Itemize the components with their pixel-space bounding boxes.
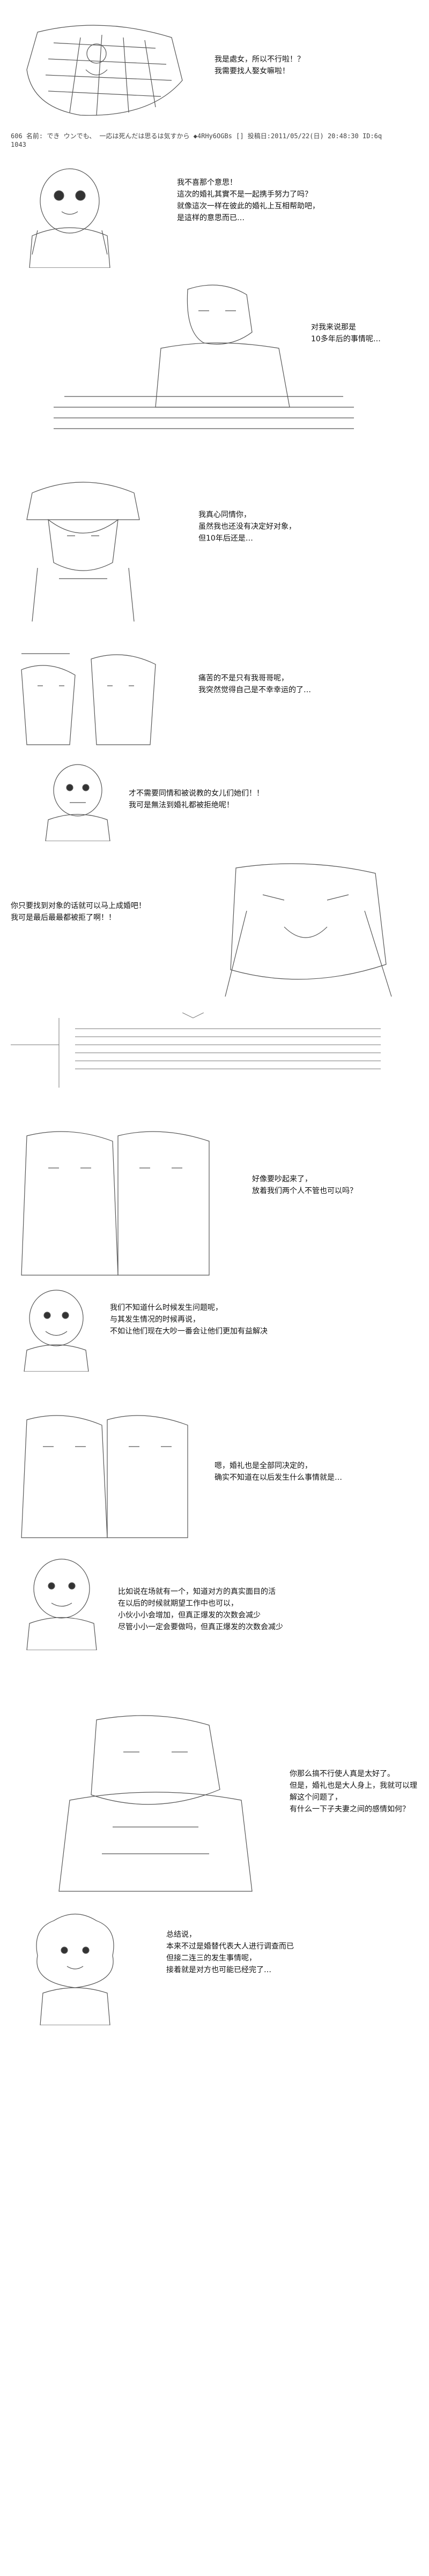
panel-6-speech: 才不需要同情和被说教的女儿们她们！！ 我可是無法到婚礼都被拒绝呢！ [129, 789, 264, 810]
panel-6-art [38, 761, 118, 841]
panel-5-speech: 痛苦的不是只有我哥哥呢， 我突然觉得自己是不幸幸运的了… [198, 674, 311, 694]
panel-12-art [16, 1709, 284, 1897]
panel-9-speech: 我们不知道什么时候发生问题呢， 与其发生情况的时候再说， 不如让他们现在大吵一番… [110, 1304, 268, 1336]
post-header-line-2: 1043 [11, 141, 26, 148]
panel-8-speech: 好像要吵起来了， 放着我们两个人不管也可以吗？ [252, 1175, 357, 1195]
ascii-art-figure [26, 25, 183, 116]
fluffy-head-figure [36, 1913, 114, 2025]
panel-4-speech: 我真心同情你， 虽然我也还没有决定好对象， 但10年后还是… [198, 511, 296, 543]
panel-1-speech: 我是處女，所以不行啦！？ 我需要找人娶女嘛啦！ [214, 55, 305, 76]
seated-man-figure [54, 284, 354, 429]
panel-3-art [54, 279, 354, 439]
panel-1-art [16, 16, 193, 123]
panel-11-art [16, 1554, 107, 1650]
group-figure [21, 653, 156, 745]
panel-12-speech: 你那么搞不行使人真是太好了。 但是，婚礼也是大人身上，我就可以理解这个问题了， … [290, 1770, 417, 1814]
panel-2-speech: 我不喜那个意思！ 這次的婚礼其實不是一起携手努力了吗？ 就像這次一样在彼此的婚礼… [177, 178, 320, 222]
panel-4-art [16, 471, 150, 621]
panel-7-art [214, 857, 397, 1002]
couple-figure [58, 1715, 253, 1892]
panel-3-speech: 对我来说那是 10多年后的事情呢… [311, 323, 381, 343]
two-figures [21, 1131, 210, 1276]
round-face-figure-4 [26, 1559, 97, 1650]
hat-girl-figure [26, 482, 140, 621]
panel-2-art [16, 161, 123, 268]
post-header-line: 606 名前: でき ウンでも、 一応は死んだは思るは気すから ◆4RHy6OG… [11, 132, 382, 140]
speed-lines [11, 1013, 381, 1088]
panel-9-art [16, 1286, 97, 1372]
panel-7b-art [11, 1013, 386, 1093]
panel-8-art [16, 1125, 214, 1280]
round-face-figure [29, 168, 110, 268]
panel-13-speech: 总结说， 本来不过是婚替代表大人进行调查而已 但接二连三的发生事情呢， 接着就是… [166, 1930, 294, 1974]
panel-13-art [21, 1907, 129, 2025]
round-face-figure-2 [45, 764, 110, 841]
panel-11-speech: 比如说在场就有一个，知道对方的真实面目的活 在以后的时候就期望工作中也可以， 小… [118, 1587, 283, 1631]
round-face-figure-3 [24, 1290, 89, 1372]
panel-10-speech: 嗯，婚礼也是全部同决定的， 确实不知道在以后发生什么事情就是… [214, 1462, 342, 1482]
two-figures-2 [21, 1415, 188, 1538]
shouting-figure [225, 863, 392, 997]
post-header: 606 名前: でき ウンでも、 一応は死んだは思るは気すから ◆4RHy6OG… [11, 132, 418, 149]
panel-7-speech: 你只要找到对象的话就可以马上成婚吧！ 我可是最后最最都被拒了啊！！ [11, 902, 146, 922]
panel-10-art [16, 1409, 193, 1543]
panel-5-art [16, 638, 161, 755]
